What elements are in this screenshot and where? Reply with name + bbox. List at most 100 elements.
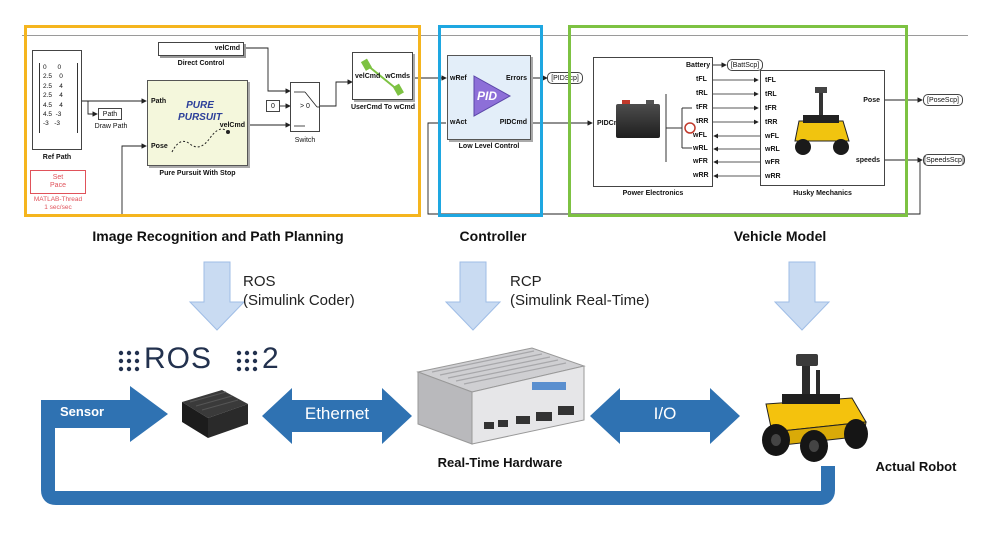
io-label: I/O — [653, 404, 677, 423]
usercmd-port-out: wCmds — [385, 73, 410, 80]
set-pace-block[interactable]: Set Pace — [30, 170, 86, 194]
matrix-row: 4.5 4 — [43, 101, 63, 109]
pid-port-errors: Errors — [505, 75, 527, 82]
signal-in-label: wRR — [693, 172, 709, 179]
pid-scope-goto[interactable]: [PIDScp] — [547, 72, 583, 84]
husky-port-label: tRL — [765, 91, 777, 98]
pure-pursuit-label: Pure Pursuit With Stop — [159, 170, 236, 177]
ref-path-matrix: 0 0 2.5 0 2.5 4 2.5 4 4.5 4 4.5 -3 -3 -3 — [39, 63, 78, 133]
sensor-loop-path — [41, 410, 835, 505]
deploy-rcp-label: RCP (Simulink Real-Time) — [510, 272, 649, 310]
realtime-hardware-label: Real-Time Hardware — [437, 455, 563, 470]
set-pace-caption: MATLAB-Thread 1 sec/sec — [28, 196, 88, 212]
signal-in-label: wFR — [693, 158, 708, 165]
matrix-row: 2.5 4 — [43, 82, 63, 90]
draw-path-block[interactable]: Path — [98, 108, 122, 120]
switch-icon — [294, 91, 320, 127]
io-arrow — [590, 388, 740, 444]
ref-path-block[interactable]: 0 0 2.5 0 2.5 4 2.5 4 4.5 4 4.5 -3 -3 -3 — [32, 50, 82, 150]
signal-in-label: wFL — [693, 132, 707, 139]
signal-out-label: tFL — [696, 76, 707, 83]
pure-pursuit-title: PURE PURSUIT — [170, 100, 230, 124]
husky-port-speeds: speeds — [855, 157, 880, 164]
husky-mechanics-label: Husky Mechanics — [793, 190, 852, 197]
pid-label: Low Level Control — [458, 143, 520, 150]
direct-control-port: velCmd — [214, 45, 240, 52]
pid-triangle-icon — [473, 75, 512, 117]
pure-pursuit-block[interactable]: Path Pose velCmd PURE PURSUIT — [147, 80, 248, 166]
pure-pursuit-port-path: Path — [151, 98, 167, 105]
pid-port-pidcmd: PIDCmd — [499, 119, 527, 126]
draw-path-label: Draw Path — [94, 123, 128, 130]
switch-symbol: > 0 — [300, 103, 310, 110]
matrix-row: -3 -3 — [43, 120, 60, 128]
deploy-arrow-ros — [188, 261, 246, 331]
actual-robot-icon — [762, 354, 868, 462]
ros-logo-text: ROS — [144, 342, 213, 375]
deploy-arrow-vehicle — [773, 261, 831, 331]
usercmd-label: UserCmd To wCmd — [350, 104, 416, 111]
planning-group-box — [24, 25, 421, 217]
set-pace-caption-line: MATLAB-Thread — [33, 196, 83, 203]
direct-control-block[interactable]: velCmd — [158, 42, 244, 56]
controller-group-box — [438, 25, 543, 217]
sensor-label: Sensor — [60, 404, 105, 419]
pid-port-wref: wRef — [450, 75, 467, 82]
battery-icon — [616, 100, 660, 138]
usercmd-block[interactable]: velCmd wCmds — [352, 52, 413, 100]
signal-out-label: tFR — [696, 104, 708, 111]
husky-mechanics-block[interactable]: tFL tRL tFR tRR wFL wRL wFR wRR Pose spe… — [760, 70, 885, 186]
pure-pursuit-port-pose: Pose — [151, 143, 168, 150]
pure-pursuit-title-line: PURE — [186, 100, 214, 111]
ros2-dots-icon — [236, 350, 258, 372]
pure-pursuit-port-velcmd: velCmd — [219, 122, 245, 129]
constant-block[interactable]: 0 — [266, 100, 280, 112]
switch-block[interactable]: > 0 — [290, 82, 320, 132]
battery-terminal-icon — [622, 100, 630, 104]
caption-vehicle: Vehicle Model — [733, 228, 827, 244]
direct-control-label: Direct Control — [177, 60, 225, 67]
wheel-axle-icon — [360, 58, 404, 96]
circuit-icon — [665, 94, 696, 162]
matrix-row: 0 0 — [43, 64, 62, 71]
realtime-hardware-icon — [416, 347, 586, 445]
pid-port-wact: wAct — [450, 119, 467, 126]
ros2-logo-text: 2 — [262, 342, 279, 375]
power-electronics-label: Power Electronics — [622, 190, 684, 197]
signal-battery-label: Battery — [686, 62, 711, 69]
battery-scope-goto[interactable]: [BattScp] — [727, 59, 763, 71]
pose-scope-goto[interactable]: [PoseScp] — [923, 94, 963, 106]
signal-in-label: wRL — [693, 145, 708, 152]
pure-pursuit-title-line: PURSUIT — [178, 112, 222, 123]
signal-wires — [712, 77, 760, 179]
deploy-arrow-rcp — [444, 261, 502, 331]
top-border-line — [22, 35, 968, 36]
actual-robot-label: Actual Robot — [875, 459, 957, 474]
deploy-ros-line: ROS — [243, 273, 276, 290]
battery-terminal-icon — [646, 100, 654, 104]
signal-out-label: tRL — [696, 90, 708, 97]
matrix-row: 2.5 0 — [43, 73, 63, 81]
husky-port-label: tFL — [765, 77, 776, 84]
pid-block[interactable]: wRef wAct Errors PIDCmd PID — [447, 55, 531, 140]
husky-port-label: wFR — [765, 159, 780, 166]
deploy-rcp-line: (Simulink Real-Time) — [510, 292, 650, 309]
power-port-in: PIDCmd — [597, 120, 625, 127]
speeds-scope-goto[interactable]: [SpeedsScp] — [923, 154, 965, 166]
set-pace-line: Pace — [50, 182, 66, 189]
power-electronics-block[interactable]: PIDCmd — [593, 57, 713, 187]
ros-device-icon — [182, 390, 248, 438]
pid-logo: PID — [477, 89, 498, 103]
husky-port-label: wRL — [765, 146, 780, 153]
signal-out-label: tRR — [696, 118, 709, 125]
ethernet-label: Ethernet — [304, 404, 370, 423]
husky-port-pose: Pose — [863, 97, 880, 104]
usercmd-port-in: velCmd — [355, 73, 381, 80]
husky-port-label: wFL — [765, 133, 779, 140]
ref-path-label: Ref Path — [42, 154, 72, 161]
ros-dots-icon — [118, 350, 140, 372]
simulink-canvas — [22, 26, 968, 222]
set-pace-line: Set — [52, 174, 64, 181]
